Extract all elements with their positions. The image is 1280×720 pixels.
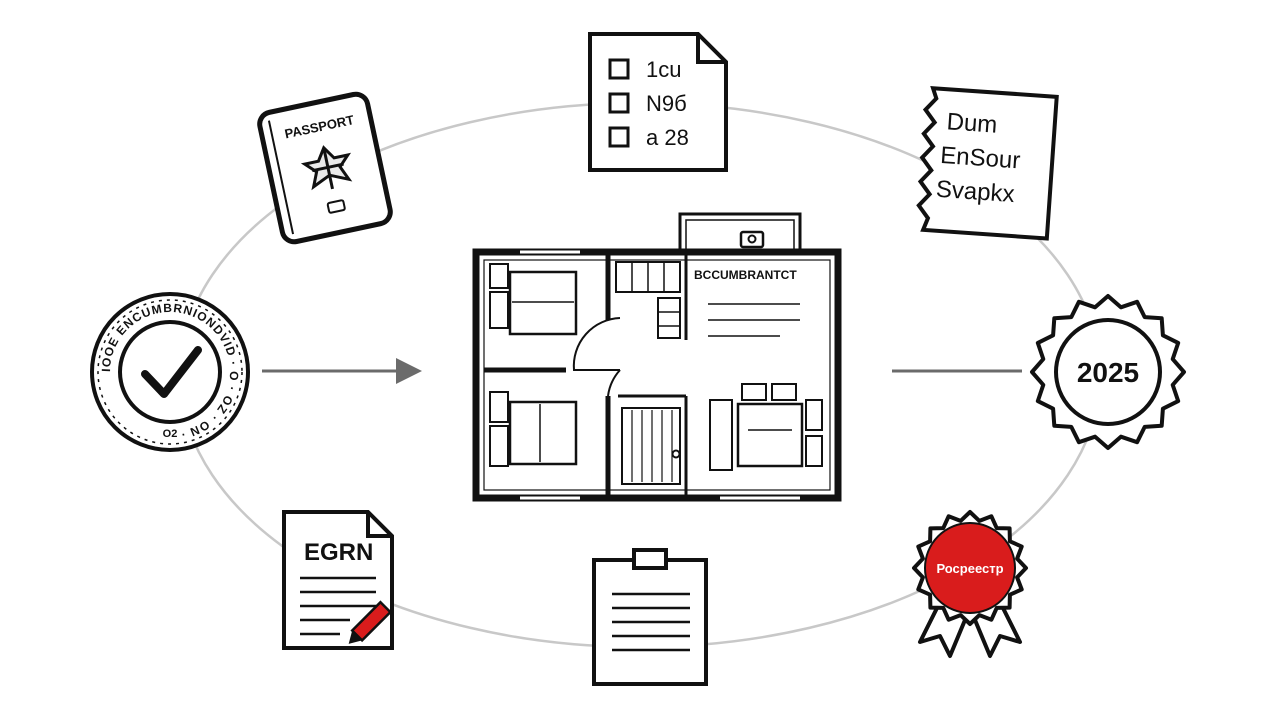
clipboard-icon (592, 548, 708, 686)
receipt-line: Svapkx (935, 176, 1015, 208)
award-ribbon-icon: Росреестр (912, 510, 1028, 658)
checkbox (608, 92, 630, 114)
checkbox (608, 126, 630, 148)
floor-plan-icon: BCCUMBRANTCT (472, 212, 842, 502)
seal-check-icon: IOOE ENCUMBRNIONDVID · O · OZ · ON · O2 (90, 292, 250, 452)
passport-emblem (300, 145, 353, 191)
receipt-line: Dum (946, 108, 998, 138)
check-mark-icon (141, 346, 202, 398)
floor-plan-label: BCCUMBRANTCT (694, 268, 797, 282)
egrn-title: EGRN (304, 539, 373, 566)
checklist-item: а 28 (646, 125, 689, 150)
receipt-line: EnSour (939, 142, 1021, 175)
seal-year: O2 (163, 428, 178, 440)
document-pen-icon: EGRN (282, 510, 394, 650)
passport-icon: PASSPORT (257, 91, 393, 245)
badge-year-text: 2025 (1077, 357, 1139, 388)
receipt-icon: Dum EnSour Svapkx (916, 85, 1059, 241)
award-text: Росреестр (936, 561, 1003, 576)
checklist-item: 1cu (646, 57, 681, 82)
checkbox (608, 58, 630, 80)
left-arrow (262, 358, 422, 384)
pen-icon (348, 600, 393, 644)
checklist-icon: 1cu N9б а 28 (588, 32, 728, 172)
checklist-item: N9б (646, 91, 687, 116)
year-badge-icon: 2025 (1030, 294, 1186, 450)
